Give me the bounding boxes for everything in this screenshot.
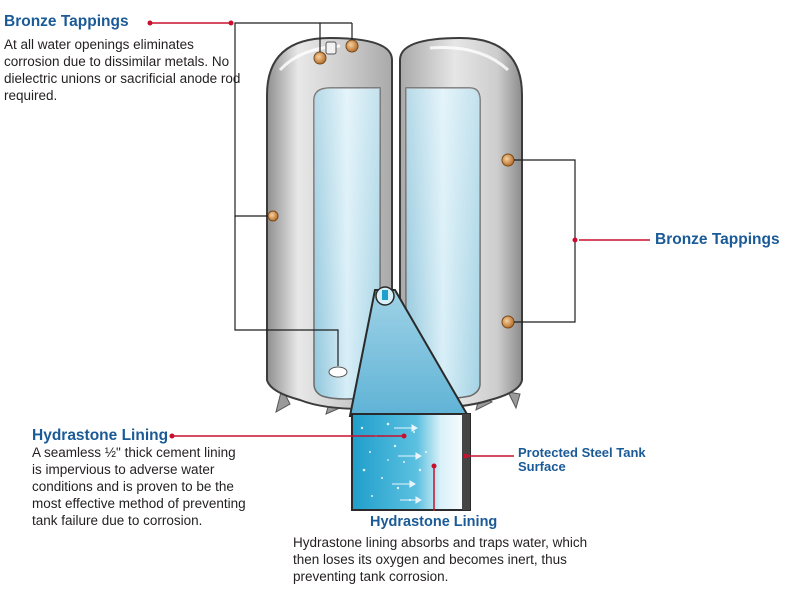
left-tank-half	[266, 36, 393, 415]
right-tank-leg-2	[507, 391, 521, 410]
steel-tank-wall	[462, 414, 470, 510]
bronze-tappings-left-title: Bronze Tappings	[4, 13, 129, 30]
leader-left-tapping	[234, 22, 320, 217]
hydrastone-lining-left-description: A seamless ½" thick cement lining is imp…	[32, 445, 246, 528]
right-lower-bronze-tapping-icon	[501, 315, 515, 329]
hydrastone-lining-bottom-description: Hydrastone lining absorbs and traps wate…	[293, 535, 588, 584]
top-bronze-tapping-1-icon	[313, 51, 327, 65]
bronze-tappings-right-title: Bronze Tappings	[655, 231, 780, 248]
right-tank-top-highlight	[429, 46, 510, 72]
right-upper-bronze-tapping-icon	[501, 153, 515, 167]
bronze-tappings-left-description: At all water openings eliminates corrosi…	[4, 37, 241, 103]
left-tank-bottom-opening	[328, 366, 348, 378]
protected-steel-tank-surface-label: Protected Steel Tank Surface	[518, 445, 646, 474]
hydrastone-lining-left-title: Hydrastone Lining	[32, 427, 169, 444]
top-fitting-icon	[325, 41, 337, 55]
red-callout-dots	[147, 20, 578, 469]
right-tank-half	[399, 36, 523, 411]
water-flow-arrows	[392, 424, 422, 504]
top-bronze-tapping-2-icon	[345, 39, 359, 53]
red-callout-lines	[150, 22, 650, 511]
left-side-bronze-tapping-icon	[267, 210, 279, 222]
hydrastone-lining-bottom-title: Hydrastone Lining	[370, 514, 498, 530]
leader-right-bracket	[514, 159, 576, 323]
lining-cross-section	[351, 413, 471, 511]
leader-bottom-opening	[234, 216, 339, 366]
lining-particles	[360, 422, 427, 502]
